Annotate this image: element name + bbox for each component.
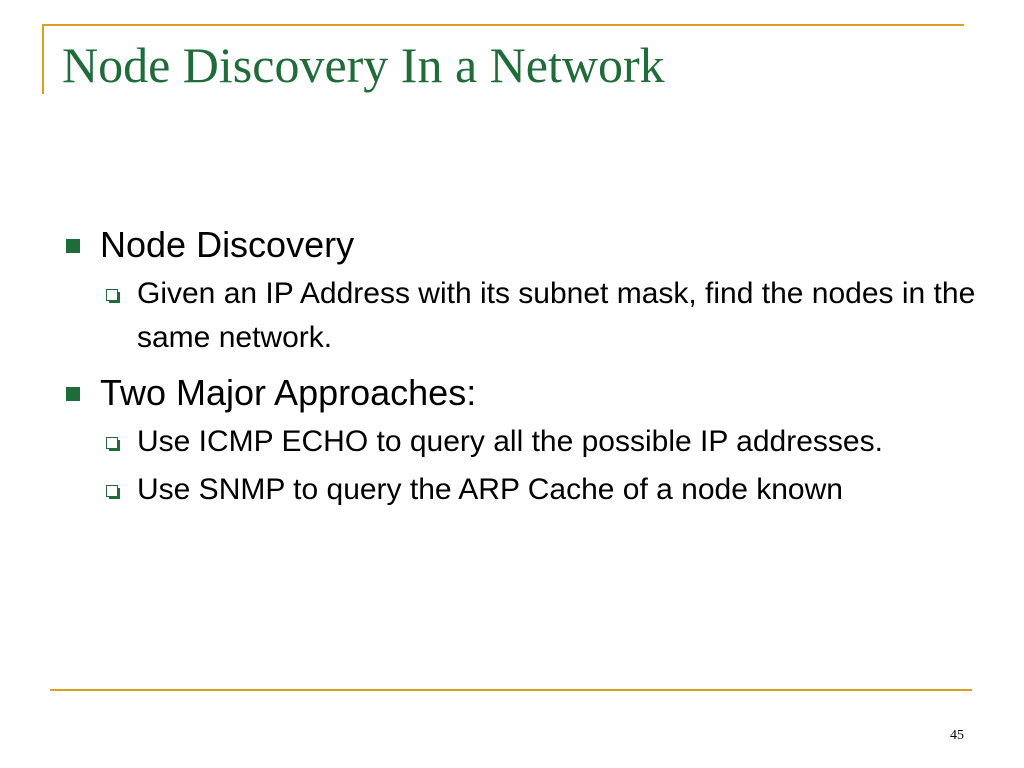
bullet-text: Two Major Approaches: bbox=[100, 372, 477, 413]
left-frame-line bbox=[42, 24, 44, 94]
box-bullet-icon bbox=[106, 485, 120, 499]
square-bullet-icon bbox=[66, 239, 80, 253]
sub-bullet-text: Given an IP Address with its subnet mask… bbox=[137, 277, 976, 354]
page-number: 45 bbox=[950, 728, 964, 743]
top-frame-line bbox=[42, 24, 964, 26]
bullet-text: Node Discovery bbox=[100, 224, 355, 265]
square-bullet-icon bbox=[66, 387, 80, 401]
slide-title: Node Discovery In a Network bbox=[62, 37, 665, 93]
box-bullet-icon bbox=[106, 437, 120, 451]
sub-bullet-text: Use SNMP to query the ARP Cache of a nod… bbox=[137, 473, 843, 506]
sub-bullet-icmp: Use ICMP ECHO to query all the possible … bbox=[62, 420, 982, 464]
sub-bullet-given-ip: Given an IP Address with its subnet mask… bbox=[62, 272, 982, 360]
bottom-frame-line bbox=[50, 689, 972, 691]
bullet-node-discovery: Node Discovery bbox=[62, 222, 982, 268]
bullet-two-approaches: Two Major Approaches: bbox=[62, 370, 982, 416]
sub-bullet-text: Use ICMP ECHO to query all the possible … bbox=[137, 425, 883, 458]
slide-content: Node Discovery Given an IP Address with … bbox=[62, 222, 982, 512]
sub-bullet-snmp: Use SNMP to query the ARP Cache of a nod… bbox=[62, 468, 982, 512]
box-bullet-icon bbox=[106, 289, 120, 303]
